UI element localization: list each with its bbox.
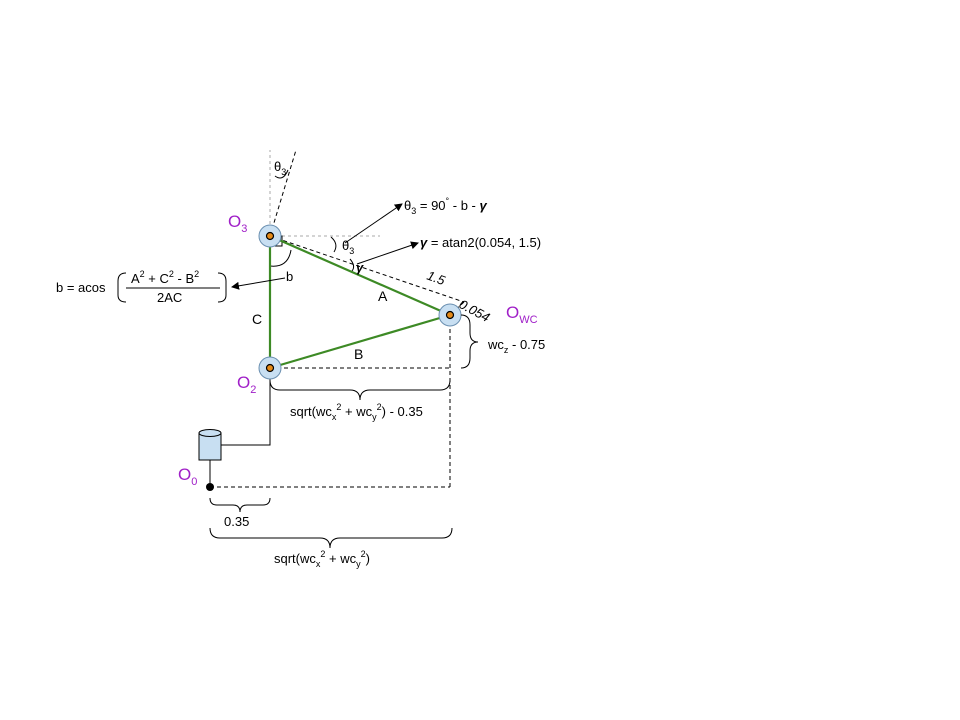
gamma-arc <box>349 258 355 272</box>
offset-0-35-label: 0.35 <box>224 514 249 529</box>
line-1-5 <box>269 235 465 303</box>
angle-label-b: b <box>286 269 293 284</box>
theta3-callout-arrow <box>344 203 403 244</box>
gamma-label: γ <box>356 260 364 275</box>
wcz-label: wcz - 0.75 <box>487 337 545 355</box>
brace-0-35 <box>209 497 271 513</box>
link3-extension-line <box>269 149 297 237</box>
b-callout-arrow <box>231 277 286 290</box>
b-equation-lhs: b = acos <box>56 280 106 295</box>
frame-label-owc: OWC <box>506 303 538 326</box>
brace-sqrt-minus <box>269 379 451 401</box>
frame-label-o0: O0 <box>178 465 197 488</box>
theta3-arc <box>330 236 337 253</box>
angle-b-arc <box>269 249 292 267</box>
joint-o2 <box>258 356 282 380</box>
link-label-c: C <box>252 311 262 327</box>
brace-wcz <box>460 314 479 369</box>
base-link <box>221 370 271 446</box>
b-equation-numerator: A2 + C2 - B2 <box>131 269 199 286</box>
link-label-b: B <box>354 346 363 362</box>
link-label-a: A <box>378 288 388 304</box>
brace-sqrt-total <box>209 527 453 549</box>
gamma-equation: γ = atan2(0.054, 1.5) <box>420 235 541 250</box>
frame-label-o3: O3 <box>228 212 247 235</box>
sqrt-minus-label: sqrt(wcx2 + wcy2) - 0.35 <box>290 402 423 422</box>
base-cylinder <box>198 429 222 461</box>
b-equation-denominator: 2AC <box>157 290 182 305</box>
theta3-equation: θ3 = 90° - b - γ <box>404 196 487 216</box>
dim-label-0-054: 0.054 <box>457 296 493 325</box>
frame-label-o2: O2 <box>237 373 256 396</box>
sqrt-total-label: sqrt(wcx2 + wcy2) <box>274 549 370 569</box>
equation-bracket-right <box>217 272 227 303</box>
link-b <box>269 313 451 370</box>
theta3-top-arc <box>274 169 289 179</box>
gamma-callout-arrow <box>356 241 419 265</box>
theta3-label: θ3 <box>342 238 354 256</box>
equation-bracket-left <box>117 272 127 303</box>
link-a <box>269 234 451 317</box>
o0-origin-dot <box>206 483 214 491</box>
dim-label-1-5: 1.5 <box>425 268 448 289</box>
joint-o3 <box>258 224 282 248</box>
theta3-top-label: θ3 <box>274 159 286 177</box>
